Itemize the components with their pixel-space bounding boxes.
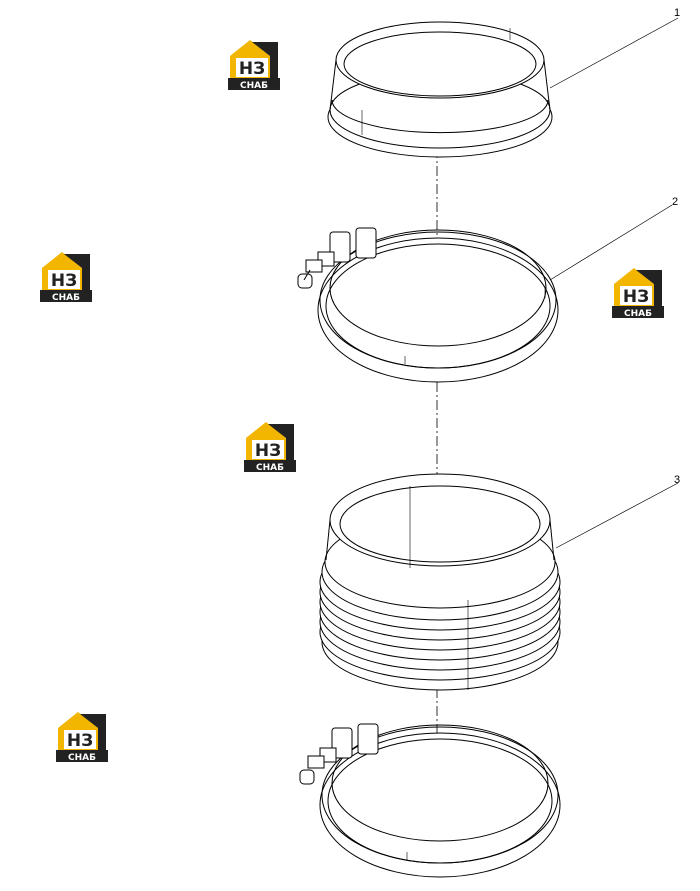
part-2-v-band-clamp <box>297 227 559 383</box>
svg-text:НЗ: НЗ <box>67 731 93 751</box>
svg-text:СНАБ: СНАБ <box>240 81 268 91</box>
part-1-ring-cover <box>327 21 553 158</box>
svg-text:НЗ: НЗ <box>239 59 265 79</box>
part-4-v-band-clamp <box>299 723 561 878</box>
watermark-logo: НЗ СНАБ <box>56 712 108 763</box>
svg-text:СНАБ: СНАБ <box>52 293 80 303</box>
callout-3: 3 <box>674 474 680 486</box>
watermark-logo: НЗ СНАБ <box>228 40 280 91</box>
leader-line-2 <box>549 204 673 281</box>
svg-text:СНАБ: СНАБ <box>68 753 96 763</box>
svg-text:НЗ: НЗ <box>255 441 281 461</box>
leader-line-1 <box>549 17 679 89</box>
callout-1: 1 <box>674 7 680 19</box>
watermark-logo: НЗ СНАБ <box>244 422 296 473</box>
svg-text:СНАБ: СНАБ <box>256 463 284 473</box>
watermark-logo: НЗ СНАБ <box>40 252 92 303</box>
part-3-bellows <box>319 473 561 691</box>
svg-text:НЗ: НЗ <box>623 287 649 307</box>
svg-text:НЗ: НЗ <box>51 271 77 291</box>
callout-2: 2 <box>672 196 678 208</box>
watermark-logo: НЗ СНАБ <box>612 268 664 319</box>
leader-line-3 <box>555 482 679 549</box>
svg-text:СНАБ: СНАБ <box>624 309 652 319</box>
